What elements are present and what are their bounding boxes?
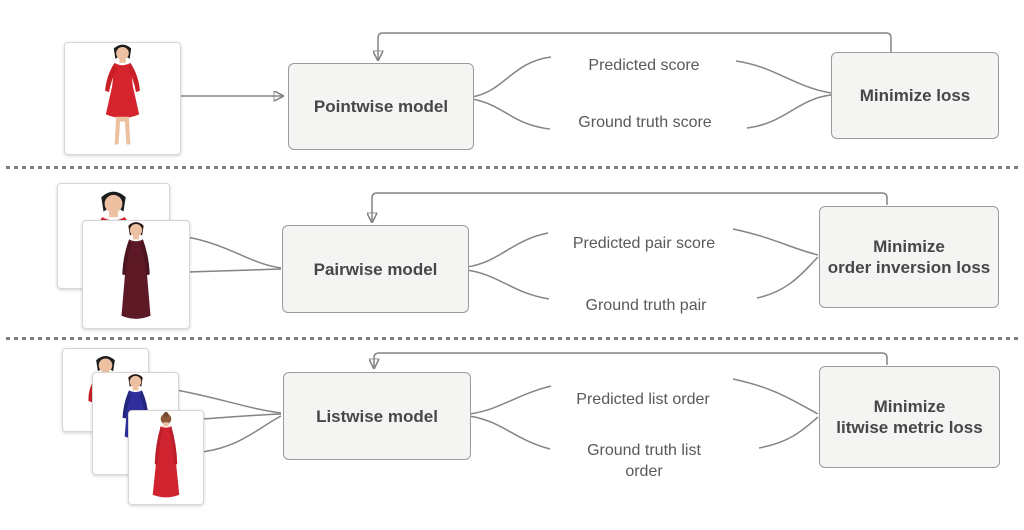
listwise-predicted-label: Predicted list order (576, 391, 710, 408)
row2-input-lower (187, 268, 282, 273)
pairwise-item-image-front (82, 220, 190, 329)
row2-diverge-lower (466, 269, 550, 300)
listwise-loss-line2: litwise metric loss (836, 418, 983, 437)
row1-diverge-upper (471, 56, 552, 98)
row3-diverge-lower (468, 415, 551, 450)
row2-converge-upper (732, 228, 819, 256)
row3-converge-upper (732, 378, 819, 415)
row1-feedback-arrow (378, 32, 892, 59)
row2-input-upper (186, 236, 282, 269)
pairwise-loss-box: Minimize order inversion loss (819, 206, 999, 308)
row3-converge-lower (758, 416, 819, 449)
pointwise-ground-truth-label: Ground truth score (578, 114, 712, 131)
listwise-model-box: Listwise model (283, 372, 471, 460)
listwise-item-image-front (128, 410, 204, 505)
pairwise-predicted-label: Predicted pair score (572, 235, 716, 252)
row3-diverge-upper (468, 385, 552, 415)
row3-input-line1 (175, 389, 282, 414)
listwise-ground-truth-label: Ground truth list order (587, 442, 701, 480)
pairwise-loss-line2: order inversion loss (827, 258, 991, 277)
pointwise-model-label: Pointwise model (313, 97, 449, 116)
row2-diverge-upper (466, 232, 549, 268)
maroon-gown-image (121, 222, 151, 319)
row2-converge-lower (756, 256, 819, 299)
pointwise-predicted-label: Predicted score (588, 57, 700, 74)
row1-converge-upper (735, 60, 832, 94)
row3-input-line3 (201, 415, 282, 453)
pairwise-ground-truth-label: Ground truth pair (585, 297, 707, 314)
red-gown-back-image (152, 411, 180, 498)
listwise-model-label: Listwise model (316, 406, 438, 426)
pairwise-loss-line1: Minimize (873, 237, 945, 256)
pointwise-loss-box: Minimize loss (831, 52, 999, 139)
separator-row1-row2 (6, 166, 1018, 169)
pointwise-loss-line1: Minimize loss (859, 86, 971, 105)
listwise-loss-box: Minimize litwise metric loss (819, 366, 1000, 468)
row3-input-line2 (201, 413, 282, 420)
row3-feedback-arrow (374, 352, 888, 367)
separator-row2-row3 (6, 337, 1018, 340)
pairwise-model-label: Pairwise model (313, 259, 438, 279)
listwise-loss-line1: Minimize (873, 397, 946, 416)
row2-feedback-arrow (372, 192, 888, 221)
pairwise-model-box: Pairwise model (282, 225, 469, 313)
pointwise-model-box: Pointwise model (288, 63, 474, 150)
row1-diverge-lower (471, 98, 551, 130)
pointwise-item-image (64, 42, 181, 155)
row1-converge-lower (746, 94, 832, 129)
red-knee-dress-image (105, 44, 140, 145)
